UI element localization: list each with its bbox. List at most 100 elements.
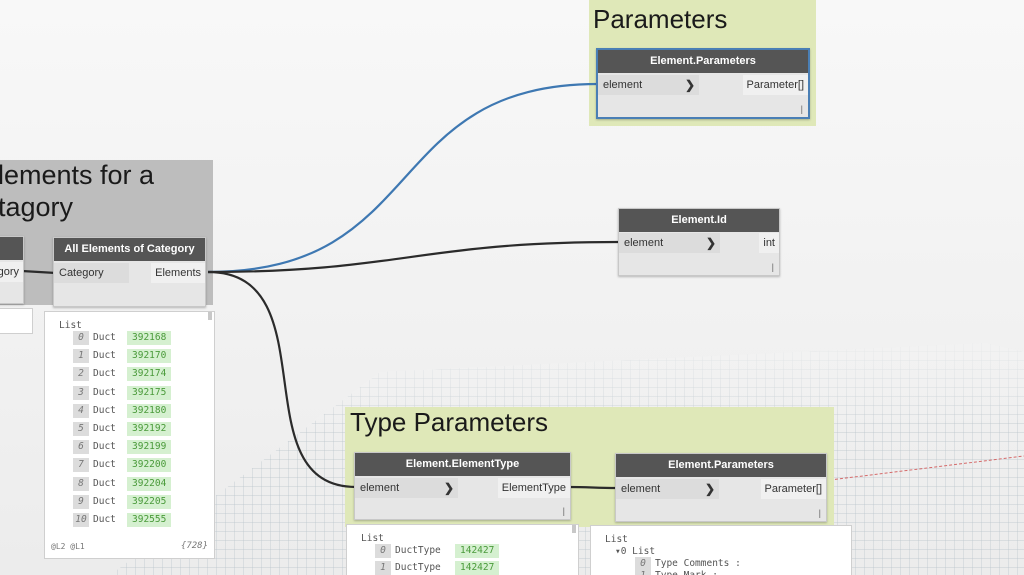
node-title: Element.Parameters [598,50,808,73]
wire-to-element-id[interactable] [207,240,619,274]
wire-partial-to-category[interactable] [21,269,57,275]
input-port-element[interactable]: element ❯ [598,75,699,95]
input-port-element[interactable]: element ❯ [355,478,458,498]
output-port-elements[interactable]: Elements [151,263,205,283]
group-title: Parameters [593,4,728,34]
list-header: List [59,320,82,331]
port-label: element [621,483,661,495]
lacing-indicator[interactable]: | [562,506,565,516]
lacing-indicator[interactable]: | [771,262,774,272]
input-port-category[interactable]: Category [54,263,129,283]
list-item-type: Duct [93,368,116,380]
node-title: All Elements of Category [54,238,205,261]
input-port-element[interactable]: element ❯ [619,233,720,253]
scrollbar-thumb[interactable] [572,525,576,533]
list-item: 2 Duct 392174 [73,367,172,382]
node-element-parameters-type[interactable]: Element.Parameters element ❯ Parameter[]… [615,453,827,522]
list-item-value: 392180 [127,403,172,418]
list-item: 1 Type Mark : [635,569,718,575]
list-item-label: Type Mark : [655,570,718,575]
list-item: 3 Duct 392175 [73,385,172,400]
port-label: element [603,79,643,91]
wire-elementtype-to-parameters[interactable] [567,485,618,490]
wire-to-element-elementtype[interactable] [207,270,357,489]
chevron-right-icon: ❯ [684,78,695,92]
list-item-index: 9 [73,494,89,509]
list-item: 9 Duct 392205 [73,494,172,509]
list-item-type: Duct [93,514,116,525]
node-element-elementtype[interactable]: Element.ElementType element ❯ ElementTyp… [354,452,571,520]
lacing-indicator[interactable]: | [818,508,821,518]
list-item-type: Duct [93,404,116,416]
chevron-right-icon: ❯ [705,236,716,250]
output-port-int[interactable]: int [759,233,779,253]
list-item-index: 8 [73,476,89,491]
list-header: List [605,534,628,545]
list-item-index: 1 [635,569,651,575]
node-all-elements-of-category[interactable]: All Elements of Category Category Elemen… [53,237,206,307]
list-item-value: 392168 [127,331,172,345]
list-item-type: Duct [93,459,116,471]
list-item-label: Type Comments : [655,558,741,569]
scrollbar-thumb[interactable] [208,312,212,320]
list-item-index: 4 [73,403,89,418]
output-port-category[interactable]: gory [0,262,23,282]
port-label: element [360,482,400,494]
input-port-element[interactable]: element ❯ [616,479,719,499]
list-item: 8 Duct 392204 [73,476,172,491]
list-item-type: DuctType [395,545,441,556]
output-port-parameter-list[interactable]: Parameter[] [760,479,826,499]
list-item-type: Duct [93,386,116,398]
port-label: ElementType [501,482,566,494]
list-item-index: 3 [73,385,89,400]
list-item-value: 392192 [127,422,172,436]
list-item: 4 Duct 392180 [73,403,172,418]
group-title-line2: tagory [0,192,74,222]
list-item-index: 2 [73,367,89,382]
node-element-parameters[interactable]: Element.Parameters element ❯ Parameter[]… [596,48,810,119]
node-title: Element.ElementType [355,453,570,476]
list-item-index: 6 [73,440,89,455]
list-item-value: 392199 [127,440,172,455]
list-item-type: Duct [93,477,116,489]
list-item-type: Duct [93,495,116,507]
port-label: int [763,237,775,249]
list-item-value: 142427 [455,544,500,558]
node-categories-partial[interactable]: gory [0,236,24,304]
lacing-indicator[interactable]: | [800,104,803,114]
list-item-type: Duct [93,350,116,362]
input-box-partial[interactable] [0,308,33,334]
port-label: Parameter[] [764,483,822,495]
list-item-value: 392175 [127,385,172,400]
list-item-value: 392204 [127,476,172,491]
list-header: List [361,533,384,544]
list-levels[interactable]: @L2 @L1 [51,542,85,551]
node-title [0,237,23,260]
list-item-index: 1 [73,349,89,364]
group-title-line1: lements for a [0,160,155,190]
list-item-type: Duct [93,332,116,343]
wire-to-element-parameters[interactable] [207,82,599,274]
node-title: Element.Id [619,209,779,232]
node-title: Element.Parameters [616,454,826,477]
list-item-value: 392174 [127,367,172,382]
chevron-right-icon: ❯ [704,482,715,496]
node-element-id[interactable]: Element.Id element ❯ int | [618,208,780,276]
port-label: element [624,237,664,249]
list-item-value: 392205 [127,494,172,509]
output-port-elementtype[interactable]: ElementType [497,478,570,498]
list-item-type: Duct [93,423,116,434]
list-item-value: 142427 [455,561,500,575]
output-port-parameter-list[interactable]: Parameter[] [742,75,808,95]
list-item-index: 5 [73,422,89,436]
sublist-toggle[interactable]: ▾0 List [615,546,656,557]
